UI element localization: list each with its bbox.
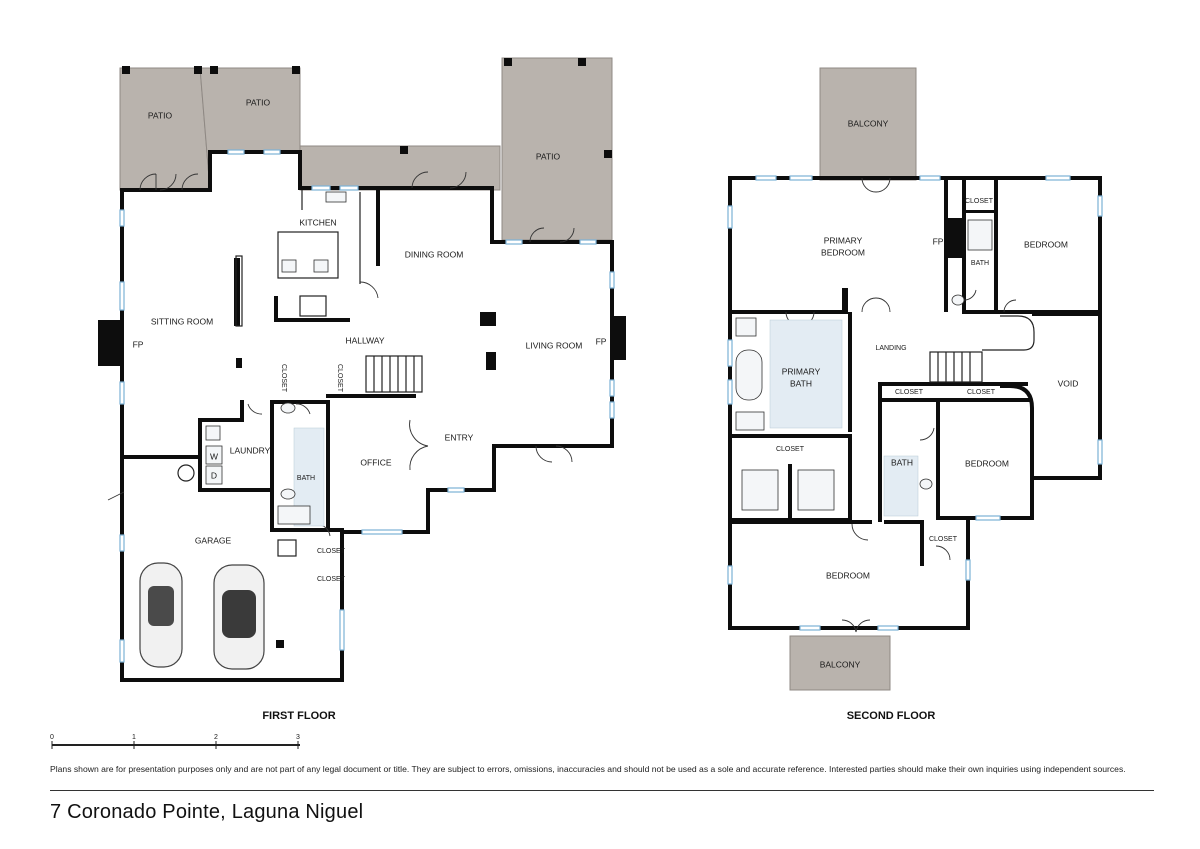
room-label-bedroom-s: BEDROOM [826, 570, 870, 580]
room-label-dryer: D [211, 470, 217, 480]
room-label-closet-c: CLOSET [317, 548, 346, 555]
room-label-closet-b: CLOSET [336, 364, 343, 393]
second-floor-plan: BALCONY CLOSET PRIMARY BEDROOM FP BEDROO… [727, 67, 1103, 722]
landing-stairs [929, 315, 1035, 383]
patio-mid-area [199, 67, 301, 191]
first-floor-doors [107, 171, 575, 537]
room-label-bedroom-ne: BEDROOM [1024, 239, 1068, 249]
room-label-closet-low: CLOSET [929, 536, 958, 543]
room-label-patio-right: PATIO [536, 151, 561, 161]
first-floor-labels: PATIO PATIO PATIO KITCHEN DINING ROOM SI… [133, 97, 607, 583]
room-label-closet-wic: CLOSET [776, 446, 805, 453]
laundry-bath-fixtures [177, 402, 325, 557]
room-label-bath: BATH [297, 475, 315, 482]
room-label-patio-left: PATIO [148, 110, 173, 120]
room-label-primary-bedroom-2: BEDROOM [821, 247, 865, 257]
room-label-fp-second: FP [933, 236, 944, 246]
room-label-dining-room: DINING ROOM [405, 249, 464, 259]
room-label-washer: W [210, 451, 218, 461]
footer-divider [50, 790, 1154, 791]
room-label-closet-d: CLOSET [317, 576, 346, 583]
room-label-closet-top: CLOSET [965, 198, 994, 205]
first-floor-walls [98, 150, 626, 682]
second-floor-labels: BALCONY CLOSET PRIMARY BEDROOM FP BEDROO… [776, 118, 1078, 669]
room-label-primary-bath-1: PRIMARY [782, 366, 821, 376]
room-label-balcony-top: BALCONY [848, 118, 889, 128]
room-label-closet-mid-a: CLOSET [895, 389, 924, 396]
scale-tick-3: 3 [296, 734, 300, 741]
room-label-laundry: LAUNDRY [230, 445, 271, 455]
first-floor-plan: PATIO PATIO PATIO KITCHEN DINING ROOM SI… [98, 57, 626, 722]
room-label-hallway: HALLWAY [345, 335, 384, 345]
room-label-living-room: LIVING ROOM [526, 340, 583, 350]
first-floor-stairs [365, 355, 423, 393]
scale-tick-0: 0 [50, 734, 54, 741]
first-floor-title: FIRST FLOOR [262, 710, 335, 722]
room-label-fp-right: FP [596, 336, 607, 346]
room-label-fp-left: FP [133, 339, 144, 349]
second-floor-title: SECOND FLOOR [847, 710, 936, 722]
room-label-bath-mid: BATH [891, 457, 913, 467]
property-address: 7 Coronado Pointe, Laguna Niguel [50, 801, 364, 823]
second-floor-windows [727, 175, 1103, 631]
room-label-closet-a: CLOSET [280, 364, 287, 393]
room-label-bath-ne: BATH [971, 260, 989, 267]
kitchen-fixtures [235, 190, 361, 327]
room-label-primary-bedroom-1: PRIMARY [824, 235, 863, 245]
garage-cars [139, 562, 284, 670]
room-label-landing: LANDING [875, 345, 906, 352]
balcony-bottom-area [789, 635, 891, 691]
room-label-primary-bath-2: BATH [790, 378, 812, 388]
scale-tick-2: 2 [214, 734, 218, 741]
room-label-entry: ENTRY [445, 432, 474, 442]
room-label-garage: GARAGE [195, 535, 232, 545]
disclaimer-text: Plans shown are for presentation purpose… [50, 764, 1126, 774]
room-label-office: OFFICE [360, 457, 391, 467]
scale-bar: 0 1 2 3 [50, 734, 300, 749]
room-label-void: VOID [1058, 378, 1079, 388]
room-label-bedroom-e: BEDROOM [965, 458, 1009, 468]
room-label-patio-mid: PATIO [246, 97, 271, 107]
room-label-closet-mid-b: CLOSET [967, 389, 996, 396]
first-floor-windows [119, 149, 615, 663]
patio-right-area [501, 57, 613, 241]
room-label-kitchen: KITCHEN [299, 217, 336, 227]
room-label-balcony-bottom: BALCONY [820, 659, 861, 669]
room-label-sitting-room: SITTING ROOM [151, 316, 213, 326]
patio-left-area [119, 67, 211, 191]
scale-tick-1: 1 [132, 734, 136, 741]
primary-bath-fixtures [735, 219, 993, 517]
